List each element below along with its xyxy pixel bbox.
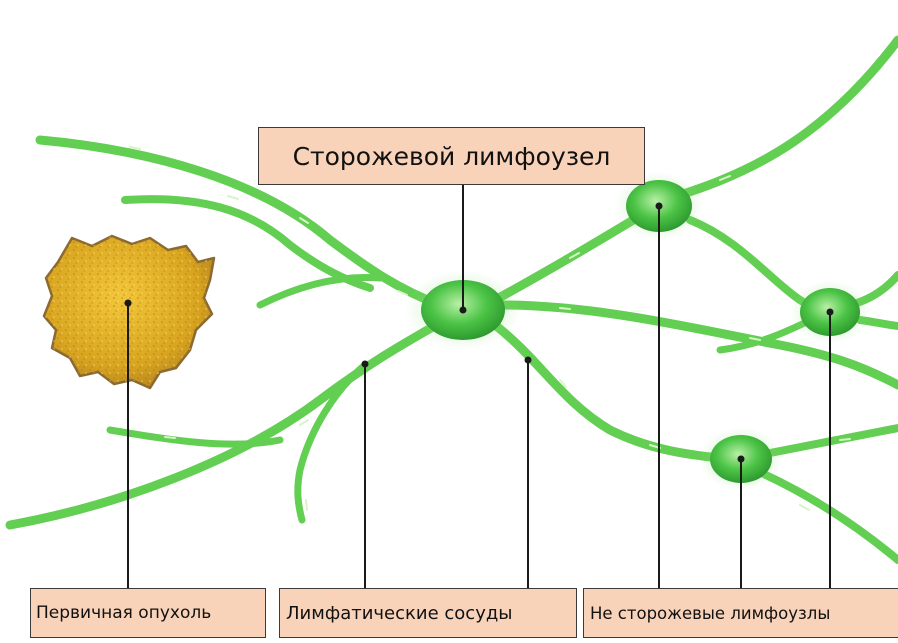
vessel-upper-right-out xyxy=(680,40,898,195)
vessel-lower-node-out-2 xyxy=(755,470,898,560)
primary-tumor-label: Первичная опухоль xyxy=(30,588,266,638)
lymph-vessels-label: Лимфатические сосуды xyxy=(279,588,577,638)
pointer-lines xyxy=(128,185,830,588)
non-sentinel-nodes-label: Не сторожевые лимфоузлы xyxy=(583,588,898,638)
sentinel-node-label: Сторожевой лимфоузел xyxy=(258,127,645,185)
